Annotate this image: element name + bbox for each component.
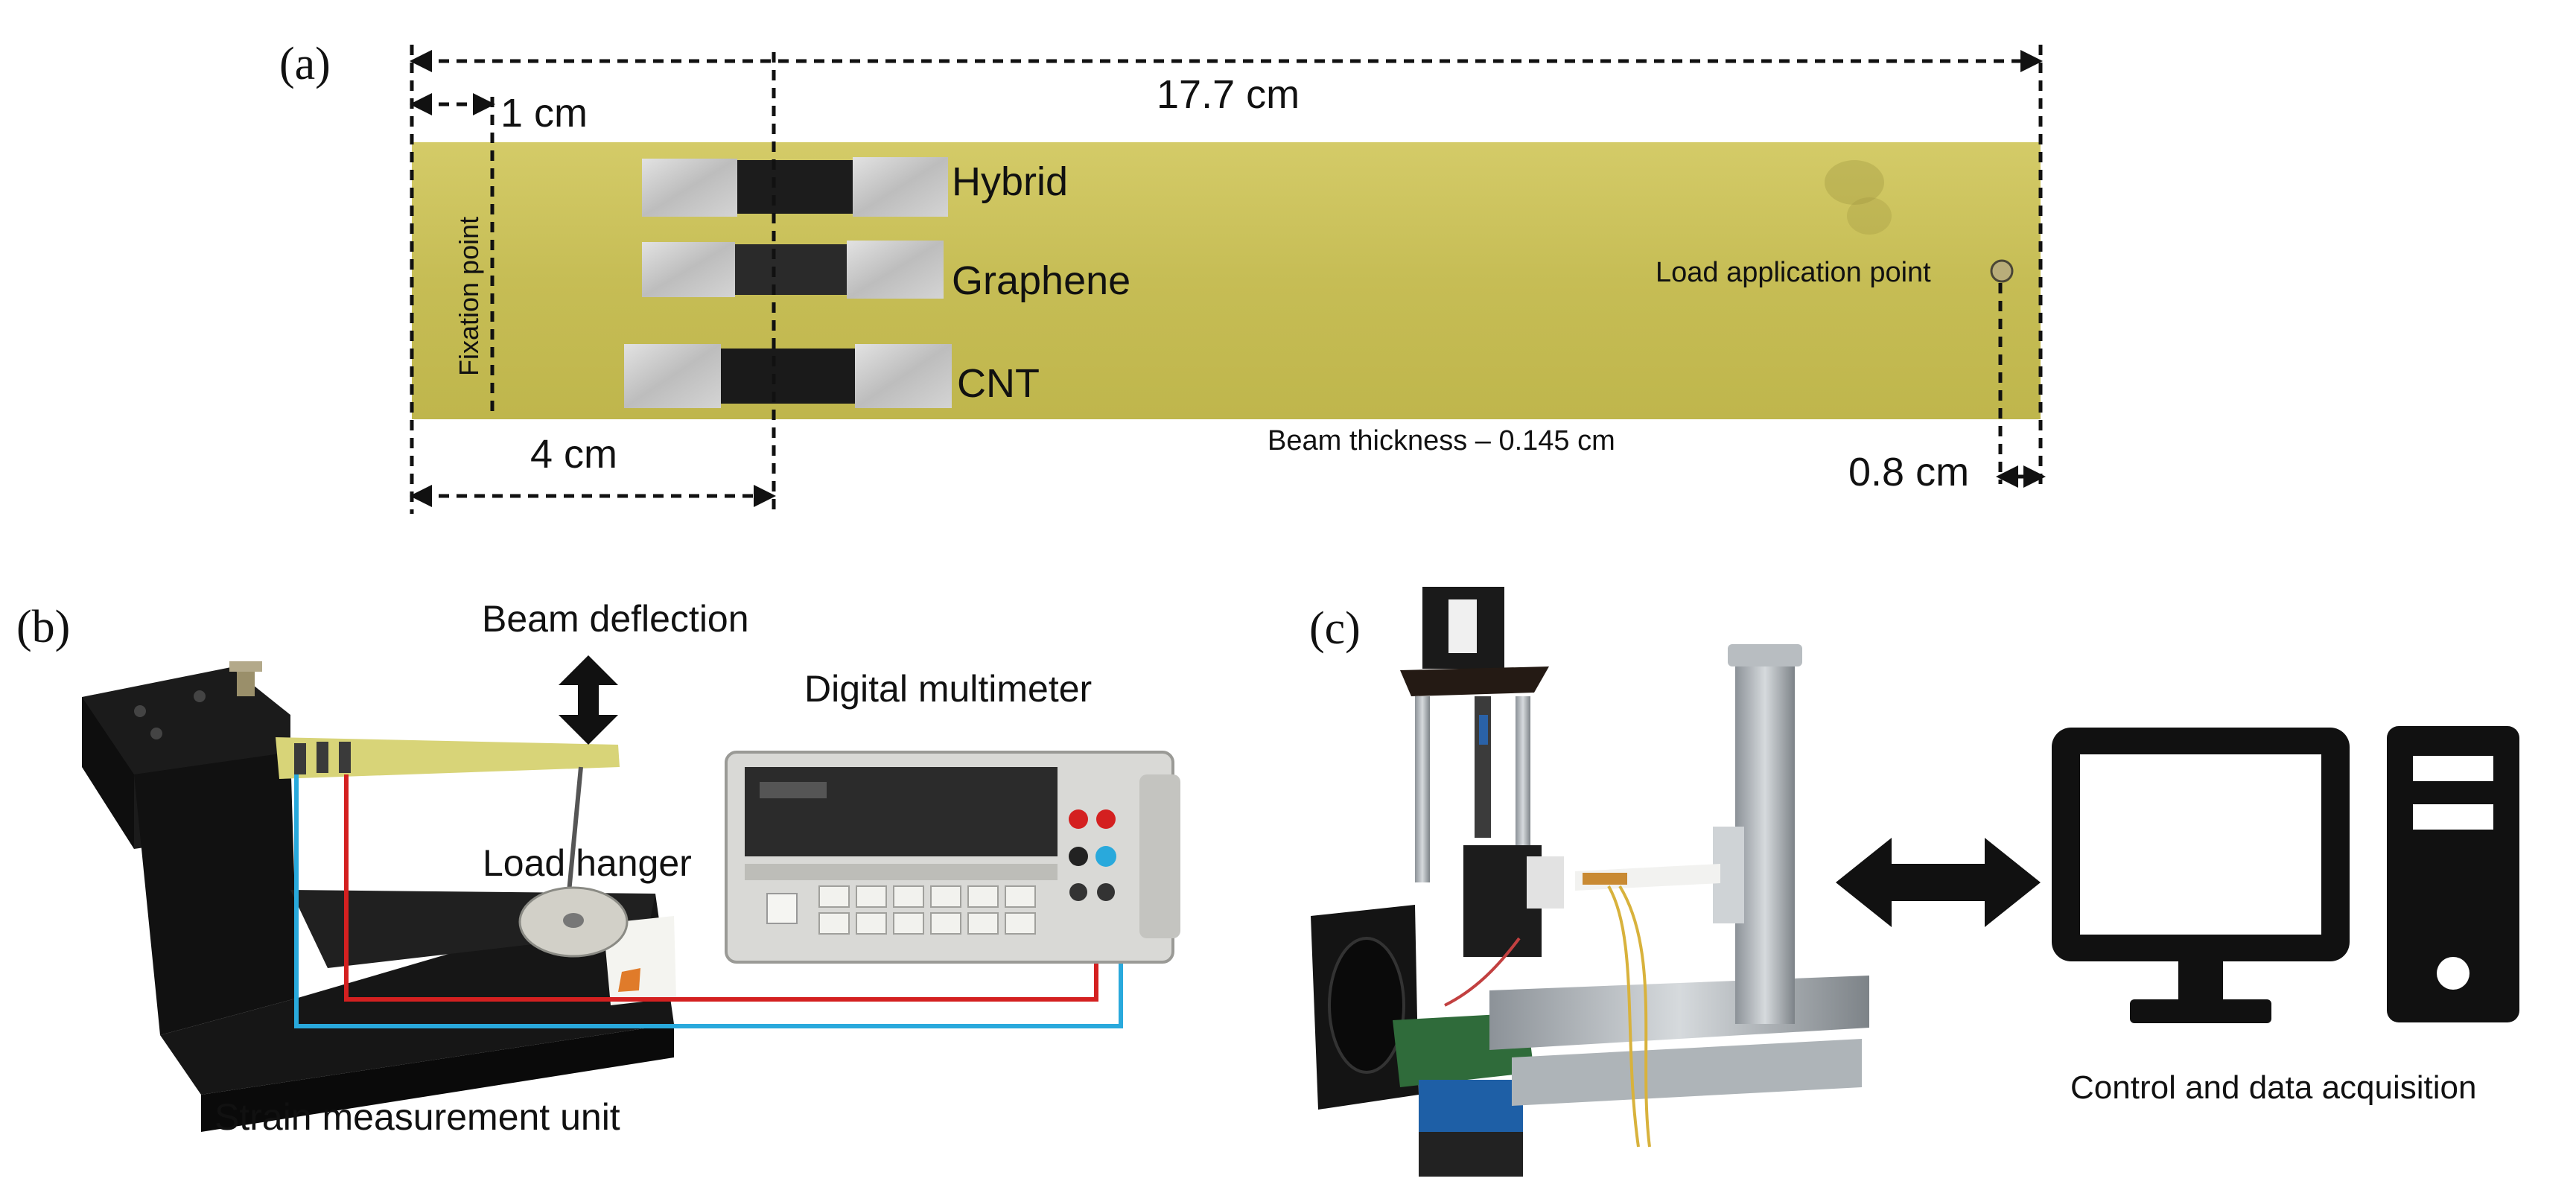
monitor-icon	[2052, 728, 2350, 1023]
strain-unit-label: Strain measurement unit	[214, 1096, 620, 1138]
sensor-hybrid	[642, 157, 948, 217]
fixation-label: Fixation point	[454, 217, 484, 376]
sensor-cnt	[624, 344, 952, 408]
sensor-strip	[317, 742, 328, 773]
sensor-label-hybrid: Hybrid	[952, 159, 1068, 204]
test-rig	[1311, 587, 1869, 1177]
load-point-marker	[1990, 259, 2014, 283]
hanger-weight-hub	[563, 913, 584, 928]
beam-stain	[1825, 160, 1884, 205]
dim-label-total: 17.7 cm	[1157, 72, 1300, 117]
panel-b: (b) Beam def	[16, 598, 1180, 1138]
panel-a: (a) Hybrid Graphene CNT Fixation point L…	[279, 39, 2046, 514]
panel-c: (c)	[1309, 587, 2519, 1177]
data-exchange-arrow	[1836, 838, 2041, 927]
beam-on-stand	[276, 737, 620, 779]
load-point-label: Load application point	[1656, 257, 1931, 288]
computer-tower-icon	[2387, 726, 2519, 1022]
digital-multimeter	[725, 751, 1180, 964]
deflection-label: Beam deflection	[482, 598, 749, 640]
deflection-arrow	[559, 655, 618, 745]
sensor-strip	[294, 743, 306, 774]
dim-label-sensor: 4 cm	[530, 432, 617, 477]
hanger-label: Load hanger	[483, 842, 692, 884]
sensor-label-graphene: Graphene	[952, 258, 1130, 303]
sensor-strip	[339, 742, 351, 773]
sensor-label-cnt: CNT	[957, 361, 1040, 406]
control-label: Control and data acquisition	[2070, 1069, 2476, 1106]
beam-stain	[1847, 197, 1892, 235]
dim-label-load: 0.8 cm	[1848, 450, 1969, 494]
dim-label-fix: 1 cm	[500, 91, 588, 136]
thickness-label: Beam thickness – 0.145 cm	[1268, 425, 1615, 456]
multimeter-label: Digital multimeter	[804, 668, 1092, 710]
dimension-lines	[410, 45, 2043, 514]
panel-c-label: (c)	[1309, 603, 1361, 654]
panel-a-label: (a)	[279, 39, 331, 89]
panel-b-label: (b)	[16, 602, 70, 652]
sensor-graphene	[642, 241, 944, 299]
